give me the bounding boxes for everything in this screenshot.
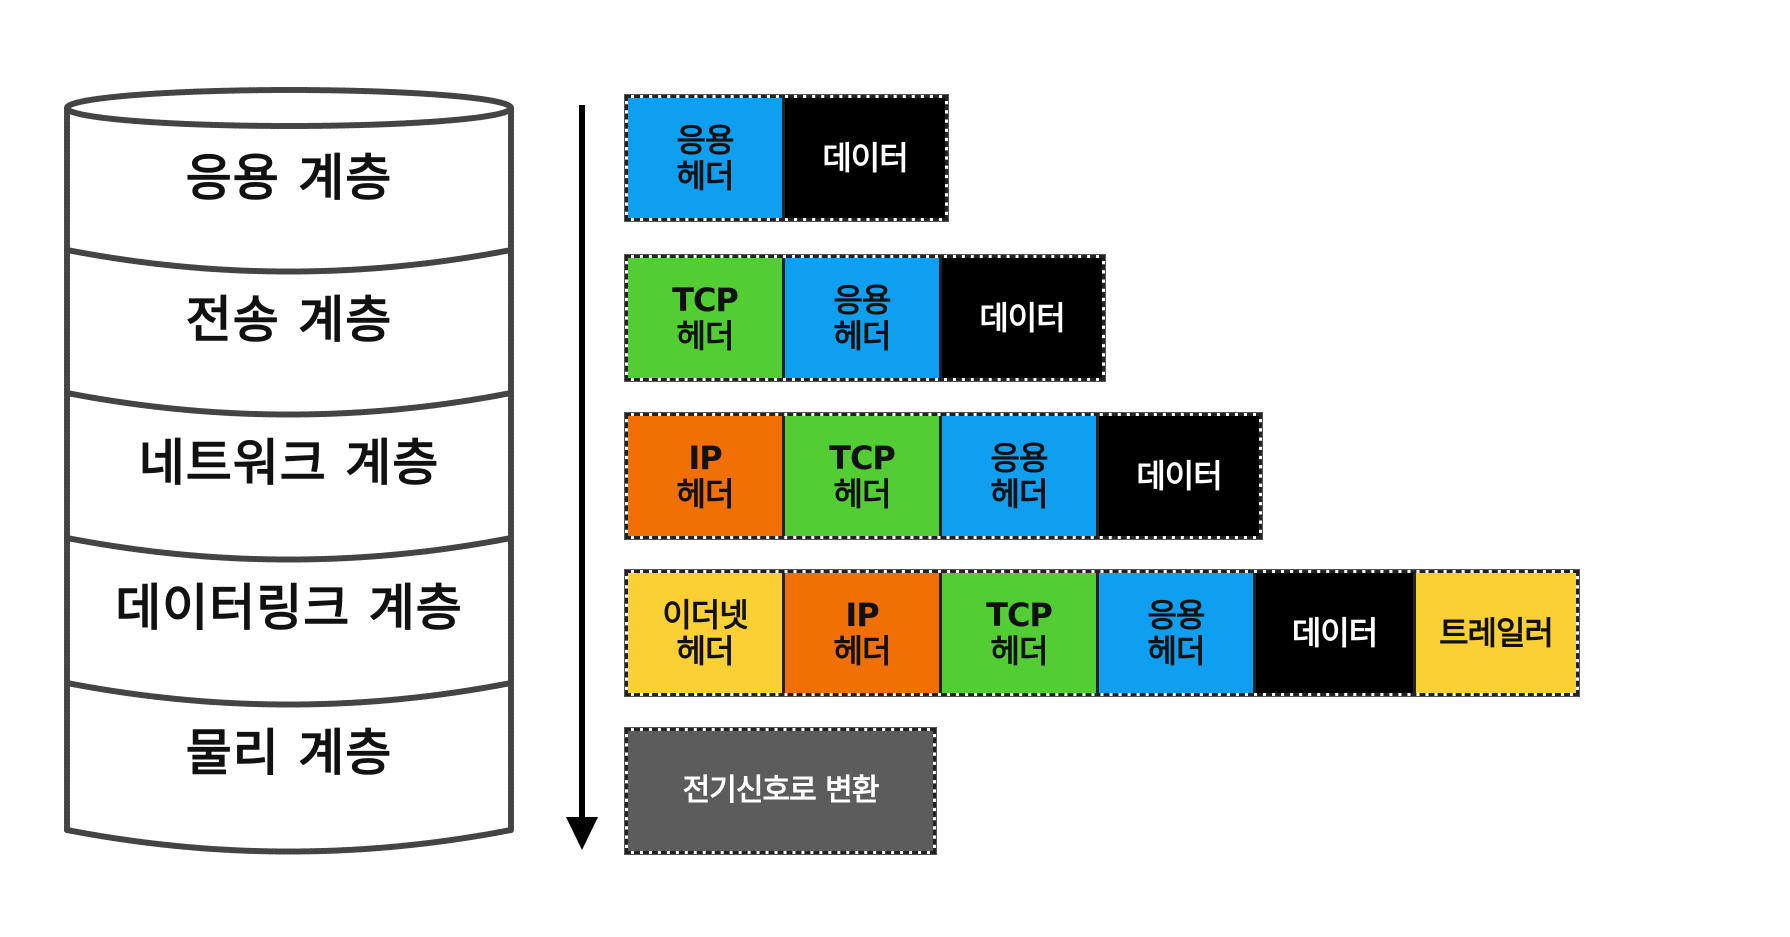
packet-physical: 전기신호로 변환 [625,728,936,854]
data-payload: 데이터 [785,98,945,218]
trailer: 트레일러 [1416,573,1576,693]
data-payload: 데이터 [942,258,1102,378]
down-arrow-icon [566,105,598,850]
ip-header: IP 헤더 [628,416,785,536]
packet-application: 응용 헤더 데이터 [625,95,948,221]
ethernet-header: 이더넷 헤더 [628,573,785,693]
tcp-header: TCP 헤더 [942,573,1099,693]
electrical-signal-conversion: 전기신호로 변환 [628,731,933,851]
packet-datalink: 이더넷 헤더 IP 헤더 TCP 헤더 응용 헤더 데이터 트레일러 [625,570,1579,696]
cylinder-outline [64,87,514,855]
layer-physical: 물리 계층 [185,724,393,782]
packet-network: IP 헤더 TCP 헤더 응용 헤더 데이터 [625,413,1262,539]
layer-stack: 응용 계층 전송 계층 네트워크 계층 데이터링크 계층 물리 계층 [64,87,514,855]
application-header: 응용 헤더 [942,416,1099,536]
layer-application: 응용 계층 [185,149,393,207]
data-payload: 데이터 [1099,416,1259,536]
application-header: 응용 헤더 [785,258,942,378]
tcp-header: TCP 헤더 [785,416,942,536]
data-payload: 데이터 [1256,573,1416,693]
ip-header: IP 헤더 [785,573,942,693]
layer-datalink: 데이터링크 계층 [115,579,463,637]
application-header: 응용 헤더 [1099,573,1256,693]
packet-transport: TCP 헤더 응용 헤더 데이터 [625,255,1105,381]
tcp-header: TCP 헤더 [628,258,785,378]
layer-network: 네트워크 계층 [138,434,440,492]
application-header: 응용 헤더 [628,98,785,218]
layer-transport: 전송 계층 [185,291,393,349]
